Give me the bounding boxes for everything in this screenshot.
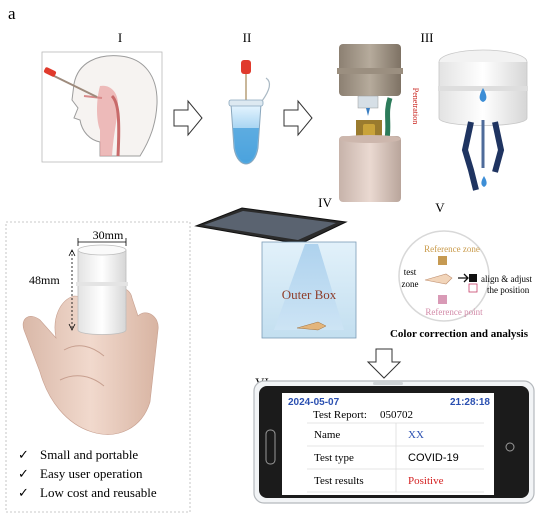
arrow-step-2-3 xyxy=(283,99,313,137)
report-time: 21:28:18 xyxy=(450,397,490,408)
dimension-width-marker xyxy=(77,238,127,246)
step-label-4: IV xyxy=(318,195,332,210)
step-label-3: III xyxy=(421,30,434,45)
report-date: 2024-05-07 xyxy=(288,397,340,408)
color-correction-diagram xyxy=(398,230,490,322)
phone-home-button xyxy=(505,442,515,452)
feature-item-1: Small and portable xyxy=(40,447,138,462)
feature-item-2: Easy user operation xyxy=(40,466,143,481)
report-title: Test Report: xyxy=(313,409,367,421)
dimension-height-label: 48mm xyxy=(29,273,60,287)
report-row-label-name: Name xyxy=(314,429,340,441)
panel-label-a: a xyxy=(8,4,16,23)
step-label-2: II xyxy=(243,30,252,45)
report-row-value-name: XX xyxy=(408,429,424,441)
device-closeup-illustration xyxy=(438,49,528,191)
penetration-label: Penetration xyxy=(411,88,420,124)
nasal-swab-illustration xyxy=(41,51,163,163)
align-label-line2: the position xyxy=(487,285,530,295)
phone-outer-box-illustration xyxy=(194,207,357,339)
test-zone-label-line2: zone xyxy=(402,279,419,289)
report-screen xyxy=(282,393,494,495)
check-icon-1: ✓ xyxy=(18,448,29,463)
report-row-value-type: COVID-19 xyxy=(408,452,459,464)
align-arrow-icon xyxy=(458,273,469,283)
device-assembly-illustration xyxy=(337,44,403,202)
step-label-1: I xyxy=(118,30,122,45)
color-correction-caption: Color correction and analysis xyxy=(390,328,529,340)
arrow-step-5-6 xyxy=(366,348,402,379)
align-label-line1: align & adjust xyxy=(481,274,532,284)
reference-point-label: Reference point xyxy=(425,307,483,317)
report-row-label-result: Test results xyxy=(314,475,364,487)
reference-zone-swatch xyxy=(438,256,447,265)
reference-point-swatch xyxy=(438,295,447,304)
phone-report xyxy=(253,380,535,504)
align-marker-black xyxy=(469,274,477,282)
phone-side-button xyxy=(265,429,276,465)
feature-item-3: Low cost and reusable xyxy=(40,485,157,500)
step-label-5: V xyxy=(435,200,445,215)
align-marker-outline xyxy=(468,283,478,293)
swab-tube-illustration xyxy=(228,60,271,165)
hand-holding-device xyxy=(22,244,159,435)
report-row-value-result: Positive xyxy=(408,475,444,487)
dimension-height-marker xyxy=(68,249,76,331)
dimension-width-label: 30mm xyxy=(93,228,124,242)
check-icon-2: ✓ xyxy=(18,467,29,482)
outer-box-label: Outer Box xyxy=(282,287,337,302)
check-icon-3: ✓ xyxy=(18,486,29,501)
arrow-step-1-2 xyxy=(173,99,203,137)
report-number: 050702 xyxy=(380,409,413,421)
report-row-label-type: Test type xyxy=(314,452,354,464)
test-zone-label-line1: test xyxy=(404,267,417,277)
reference-zone-label: Reference zone xyxy=(424,244,480,254)
